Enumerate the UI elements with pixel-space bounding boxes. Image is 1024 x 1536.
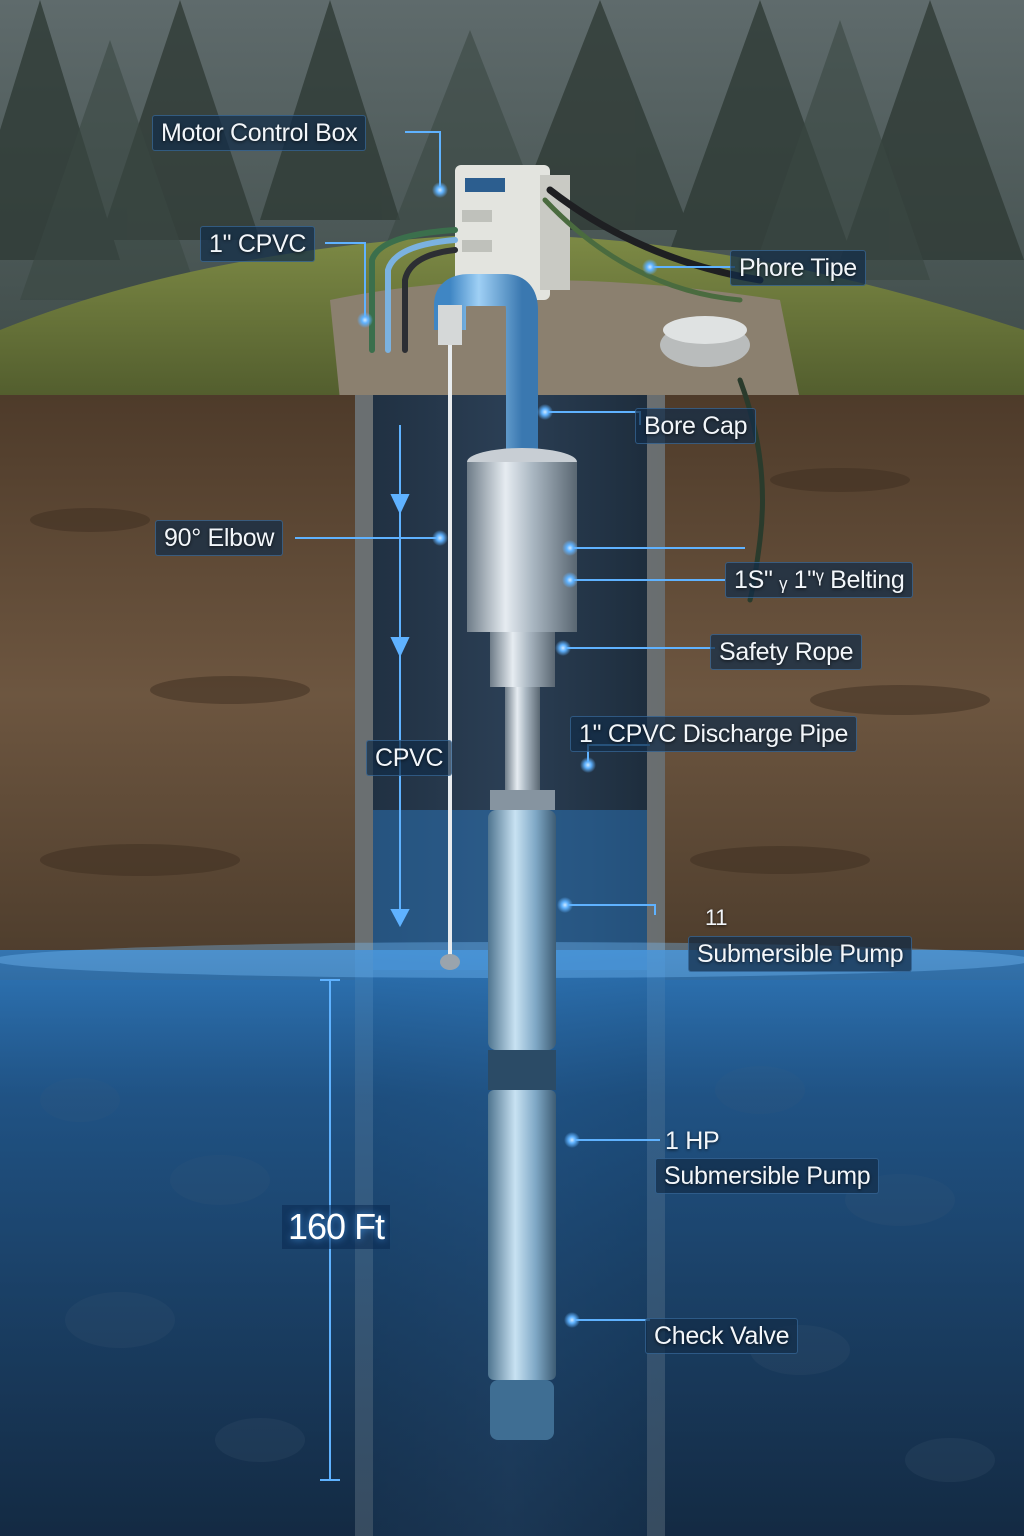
label-1in-cpvc: 1" CPVC (200, 226, 316, 262)
label-11: 11 (705, 905, 728, 930)
callout-lines (295, 131, 745, 1321)
label-90-elbow: 90° Elbow (155, 520, 284, 556)
label-safety-rope: Safety Rope (710, 634, 863, 670)
label-cpvc-discharge-pipe: 1" CPVC Discharge Pipe (570, 716, 858, 752)
vent-cap (660, 316, 750, 367)
callout-dots (357, 182, 658, 1328)
label-1-hp: 1 HP (665, 1127, 720, 1155)
discharge-pipe (434, 274, 538, 465)
pump-assembly (467, 448, 577, 1440)
label-motor-control-box: Motor Control Box (152, 115, 367, 151)
label-depth: 160 Ft (282, 1205, 391, 1249)
rope-anchor (440, 954, 460, 970)
label-submersible-pump-upper: Submersible Pump (688, 936, 913, 972)
label-submersible-pump-lower: Submersible Pump (655, 1158, 880, 1194)
label-belting: 1S" ᵧ 1"ᵞ Belting (725, 562, 914, 598)
label-phore-tipe: Phore Tipe (730, 250, 866, 286)
label-bore-cap: Bore Cap (635, 408, 757, 444)
label-check-valve: Check Valve (645, 1318, 799, 1354)
label-cpvc: CPVC (366, 740, 453, 776)
